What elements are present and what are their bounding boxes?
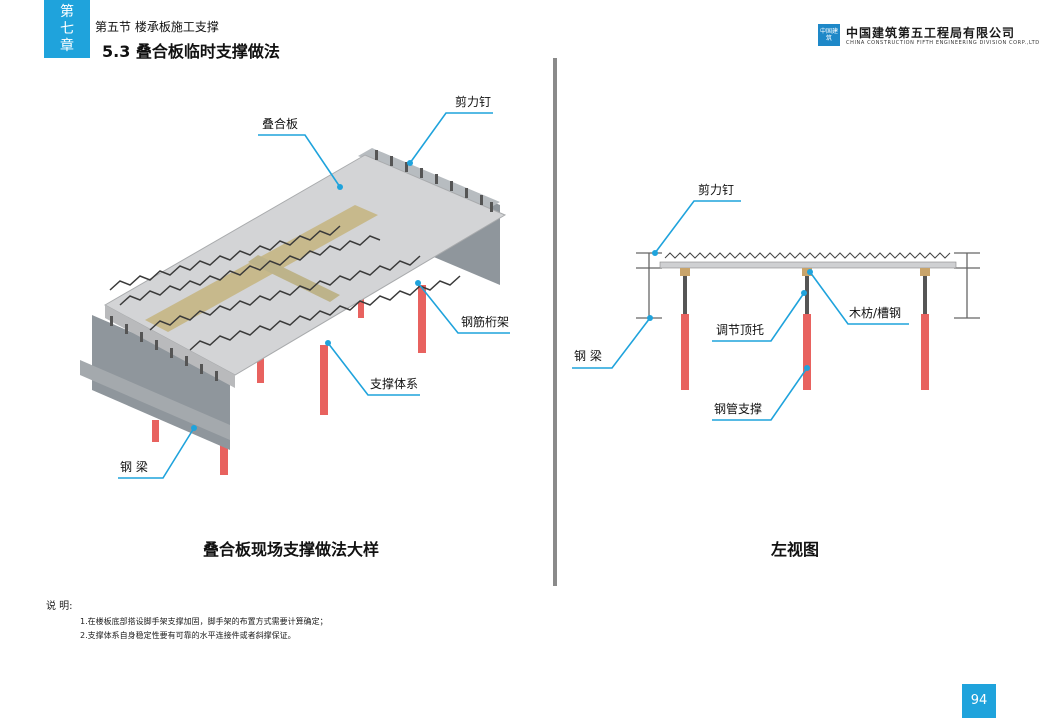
label-side-beam: 钢 梁 — [574, 348, 602, 363]
label-stud: 剪力钉 — [455, 94, 491, 109]
leader-truss — [417, 282, 510, 334]
chapter-tab: 第 七 章 — [44, 0, 90, 58]
side-steel-beams — [636, 252, 980, 319]
section-label: 第五节 楼承板施工支撑 — [95, 20, 219, 34]
vertical-divider — [553, 58, 557, 586]
leader-side-timber — [809, 271, 909, 325]
rebar-truss — [189, 275, 461, 351]
leader-beam — [118, 427, 195, 479]
shear-studs — [110, 150, 493, 381]
notes-heading: 说 明: — [46, 601, 73, 612]
side-truss — [664, 252, 951, 259]
leader-stud — [409, 112, 493, 164]
label-side-adjust: 调节顶托 — [716, 323, 764, 337]
page-title: 5.3 叠合板临时支撑做法 — [102, 42, 280, 61]
label-side-pipe: 钢管支撑 — [714, 401, 762, 416]
chapter-char-3: 章 — [60, 38, 74, 54]
label-slab: 叠合板 — [262, 116, 298, 131]
label-side-timber: 木枋/槽钢 — [849, 305, 901, 320]
chapter-char-2: 七 — [60, 21, 74, 37]
company-name-en: CHINA CONSTRUCTION FIFTH ENGINEERING DIV… — [846, 40, 1040, 46]
label-support: 支撑体系 — [370, 376, 418, 391]
support-leg — [418, 285, 426, 353]
note-item: 2.支撑体系自身稳定性要有可靠的水平连接件或者斜撑保证。 — [80, 631, 296, 640]
note-item: 1.在楼板底部搭设脚手架支撑加固，脚手架的布置方式需要计算确定； — [80, 617, 328, 626]
company-name-cn: 中国建筑第五工程局有限公司 — [846, 26, 1016, 40]
leader-side-pipe — [712, 367, 808, 421]
side-slab — [659, 261, 957, 269]
leader-slab — [258, 134, 341, 188]
rebar-truss — [119, 235, 381, 306]
support-leg — [320, 345, 328, 415]
left-figure-caption: 叠合板现场支撑做法大样 — [203, 540, 380, 559]
leader-side-stud — [654, 200, 741, 254]
label-truss: 钢筋桁架 — [461, 314, 509, 329]
company-logo: 中国建筑 — [818, 24, 840, 46]
leader-side-adjust — [712, 292, 805, 342]
chapter-char-1: 第 — [60, 4, 74, 20]
right-figure-caption: 左视图 — [771, 540, 820, 559]
label-side-stud: 剪力钉 — [698, 182, 734, 197]
support-leg — [152, 420, 159, 442]
label-beam: 钢 梁 — [120, 459, 148, 474]
leader-support — [327, 342, 420, 396]
rebar-truss — [109, 225, 341, 291]
rebar-truss-group — [109, 225, 461, 351]
rebar-truss — [149, 255, 421, 331]
leader-side-beam — [572, 317, 651, 369]
support-leg — [358, 290, 364, 318]
composite-slab — [103, 154, 507, 376]
page-number: 94 — [962, 684, 996, 718]
